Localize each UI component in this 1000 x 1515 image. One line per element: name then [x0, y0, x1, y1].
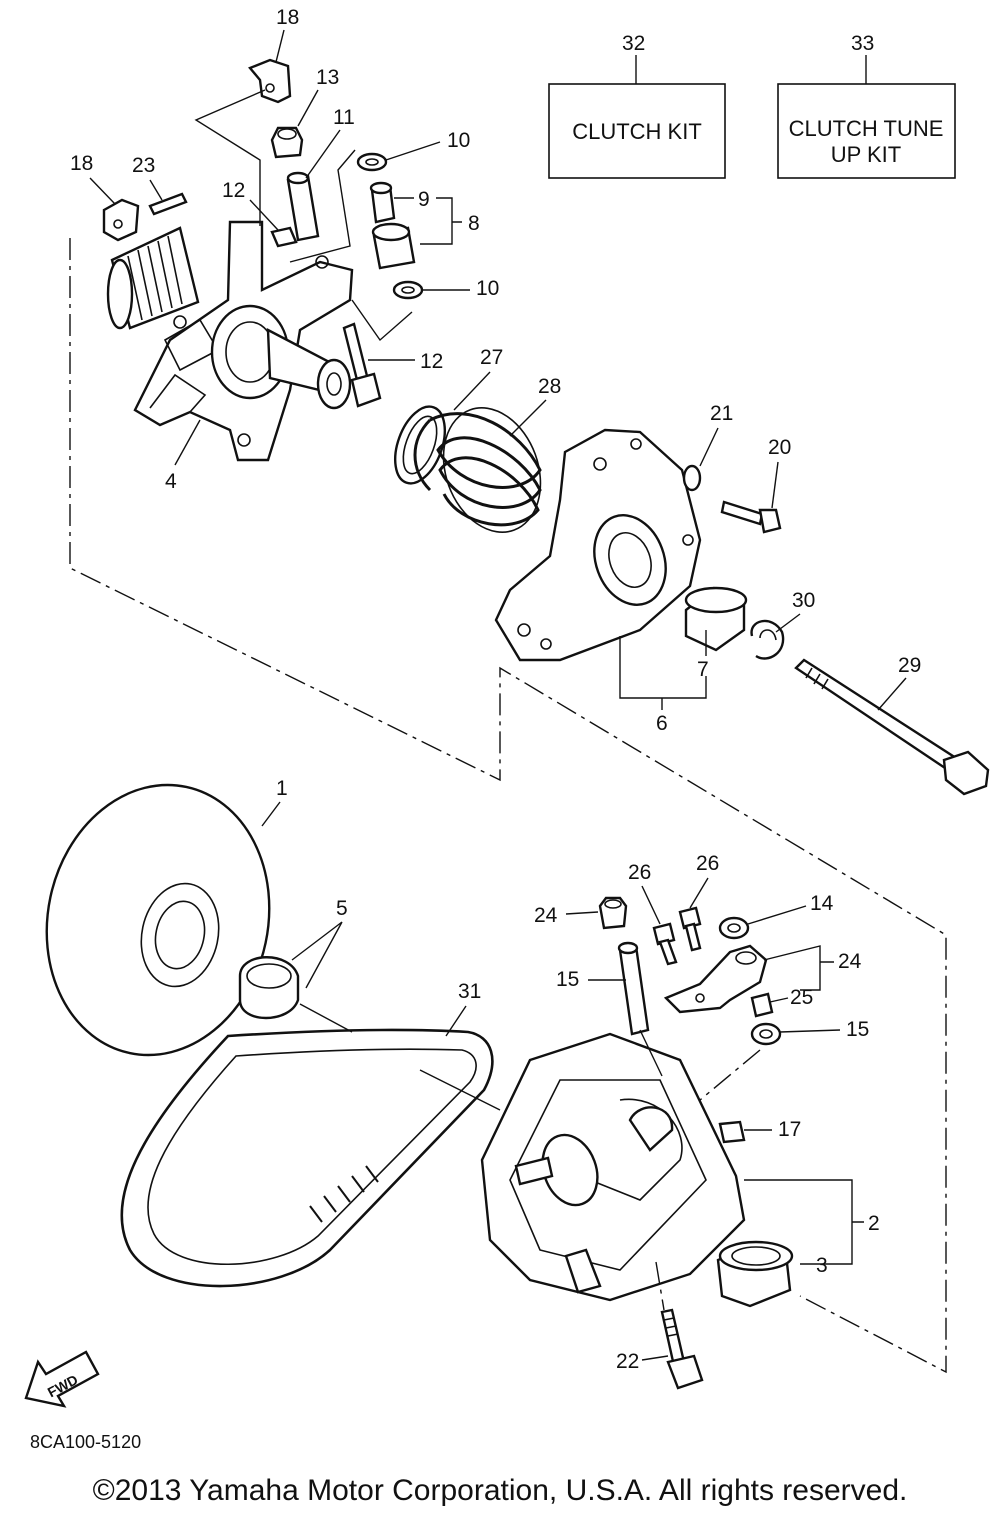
callout-9: 9	[418, 188, 430, 211]
callout-4: 4	[165, 470, 177, 493]
spring-pin-part-23[interactable]	[148, 192, 188, 216]
callout-29: 29	[898, 654, 921, 677]
sheave-part-1[interactable]	[22, 764, 294, 1076]
bushing-part-8[interactable]	[371, 222, 416, 270]
callout-2: 2	[868, 1212, 880, 1235]
setscrew-part-12[interactable]	[270, 226, 298, 248]
bushing-part-3[interactable]	[716, 1240, 794, 1308]
belt-part-31[interactable]	[120, 1028, 494, 1288]
movable-sheave-part-2[interactable]	[480, 1032, 746, 1302]
callout-11: 11	[333, 106, 355, 129]
clip-part-18-top[interactable]	[248, 58, 292, 104]
roller-part-9[interactable]	[369, 181, 396, 224]
nut-part-14[interactable]	[270, 126, 304, 159]
bolt-part-21[interactable]	[660, 1308, 704, 1390]
washer-part-15-top[interactable]	[718, 916, 750, 940]
bushing-part-7[interactable]	[684, 586, 748, 652]
kit-number-32: 32	[622, 32, 645, 55]
callout-18-top: 18	[276, 6, 299, 29]
callout-5: 5	[336, 897, 348, 920]
bolt-part-19[interactable]	[720, 500, 782, 534]
callout-22: 24	[534, 904, 558, 927]
bolt-part-13[interactable]	[342, 322, 382, 408]
callout-15-bottom: 15	[846, 1018, 869, 1041]
pin-part-11[interactable]	[286, 171, 320, 242]
callout-27: 27	[480, 346, 503, 369]
screw-part-26-left[interactable]	[652, 922, 678, 966]
bolt-part-29[interactable]	[794, 658, 990, 796]
weight-arm-part-24[interactable]	[663, 944, 768, 1014]
setscrew-part-17[interactable]	[718, 1120, 746, 1144]
copyright-notice: ©2013 Yamaha Motor Corporation, U.S.A. A…	[92, 1474, 908, 1507]
callout-10-top: 10	[447, 129, 470, 152]
spring-part-28[interactable]	[413, 394, 557, 546]
callout-17: 17	[778, 1118, 801, 1141]
kit-label-clutch-kit: CLUTCH KIT	[572, 119, 702, 144]
callout-23: 23	[132, 154, 155, 177]
callout-8: 8	[468, 212, 480, 235]
roller-part-25[interactable]	[750, 992, 774, 1018]
nut-part-22[interactable]	[598, 896, 628, 930]
callout-7: 7	[697, 658, 709, 681]
kit-number-33: 33	[851, 32, 874, 55]
callout-10-bottom: 10	[476, 277, 499, 300]
washer-part-10-bottom[interactable]	[392, 280, 424, 300]
callout-3: 3	[816, 1254, 828, 1277]
callout-16: 15	[556, 968, 579, 991]
kit-label-clutch-tune-line2: UP KIT	[831, 142, 902, 167]
diagram-code: 8CA100-5120	[30, 1432, 142, 1452]
callout-13: 12	[420, 350, 443, 373]
kit-box-clutch-kit[interactable]: 32 CLUTCH KIT	[548, 32, 726, 179]
clip-part-18-left[interactable]	[102, 198, 140, 242]
callout-30: 30	[792, 589, 815, 612]
callout-20: 21	[710, 402, 733, 425]
callout-24: 24	[838, 950, 862, 973]
pin-part-16[interactable]	[617, 941, 650, 1036]
washer-part-20[interactable]	[682, 464, 702, 492]
callout-26-left: 26	[628, 861, 651, 884]
callout-25: 25	[790, 986, 813, 1009]
callout-31: 31	[458, 980, 481, 1003]
callout-18-left: 18	[70, 152, 93, 175]
washer-part-10-top[interactable]	[356, 152, 388, 172]
ring-part-30[interactable]	[750, 619, 785, 660]
spider-hub-part[interactable]	[106, 220, 354, 462]
callout-12: 12	[222, 179, 245, 202]
kit-label-clutch-tune-line1: CLUTCH TUNE	[789, 116, 944, 141]
callout-15-top: 14	[810, 892, 834, 915]
assembly-outline	[69, 238, 947, 1374]
callout-28: 28	[538, 375, 561, 398]
callout-21: 22	[616, 1350, 639, 1373]
cover-part-6[interactable]	[494, 428, 702, 662]
washer-part-15-bottom[interactable]	[750, 1022, 782, 1046]
callout-19: 20	[768, 436, 791, 459]
callout-1: 1	[276, 777, 288, 800]
callout-14: 13	[316, 66, 339, 89]
fwd-arrow-icon: FWD	[24, 1350, 100, 1408]
screw-part-26-right[interactable]	[678, 906, 702, 952]
collar-part-5[interactable]	[238, 956, 300, 1020]
callout-26-right: 26	[696, 852, 719, 875]
callout-6: 6	[656, 712, 668, 735]
kit-box-clutch-tune-up-kit[interactable]: 33 CLUTCH TUNE UP KIT	[777, 32, 956, 179]
